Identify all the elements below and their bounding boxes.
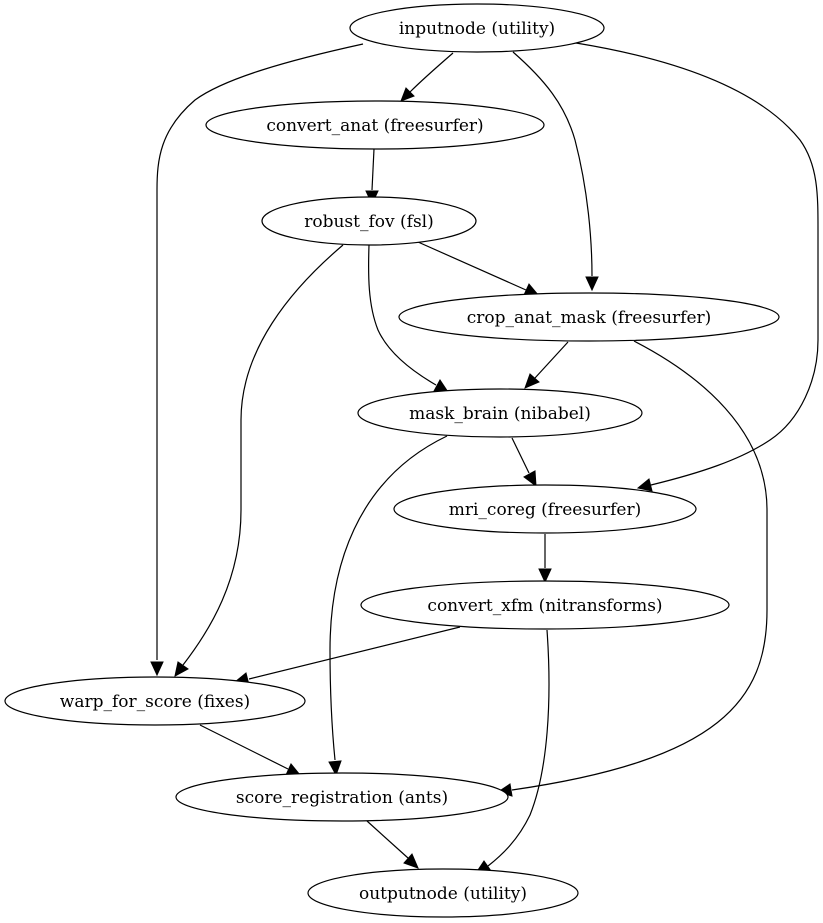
node-inputnode[interactable]: inputnode (utility)	[349, 3, 605, 53]
edges	[150, 42, 819, 874]
edge-inputnode-convert-anat	[400, 52, 454, 102]
edge-score-registration-outputnode	[366, 820, 419, 869]
node-label-mri-coreg: mri_coreg (freesurfer)	[449, 500, 642, 520]
node-mask-brain[interactable]: mask_brain (nibabel)	[357, 388, 643, 438]
node-crop-anat-mask[interactable]: crop_anat_mask (freesurfer)	[398, 292, 780, 342]
edge-robust-fov-warp-for-score	[174, 244, 344, 677]
node-label-inputnode: inputnode (utility)	[399, 19, 555, 39]
nodes: inputnode (utility) convert_anat (freesu…	[4, 3, 780, 918]
edge-inputnode-mri-coreg	[575, 42, 819, 492]
node-robust-fov[interactable]: robust_fov (fsl)	[261, 196, 477, 246]
node-label-score-registration: score_registration (ants)	[236, 788, 448, 808]
node-label-convert-xfm: convert_xfm (nitransforms)	[427, 596, 662, 616]
edge-inputnode-crop-anat-mask	[512, 51, 599, 292]
node-convert-xfm[interactable]: convert_xfm (nitransforms)	[360, 580, 730, 630]
node-mri-coreg[interactable]: mri_coreg (freesurfer)	[393, 484, 697, 534]
edge-mri-coreg-convert-xfm	[538, 534, 552, 584]
edge-convert-anat-robust-fov	[365, 148, 379, 206]
node-label-convert-anat: convert_anat (freesurfer)	[266, 116, 483, 136]
node-label-crop-anat-mask: crop_anat_mask (freesurfer)	[467, 308, 712, 328]
node-outputnode[interactable]: outputnode (utility)	[307, 868, 579, 918]
edge-inputnode-warp-for-score	[150, 43, 364, 677]
edge-warp-for-score-score-registration	[199, 724, 302, 776]
node-label-outputnode: outputnode (utility)	[359, 884, 527, 904]
edge-mask-brain-mri-coreg	[511, 437, 537, 488]
edge-crop-anat-mask-mask-brain	[524, 341, 569, 389]
node-convert-anat[interactable]: convert_anat (freesurfer)	[205, 100, 545, 150]
edge-mask-brain-score-registration	[328, 435, 448, 777]
node-label-mask-brain: mask_brain (nibabel)	[409, 404, 591, 424]
node-label-robust-fov: robust_fov (fsl)	[304, 212, 434, 232]
node-label-warp-for-score: warp_for_score (fixes)	[60, 692, 250, 712]
edge-convert-xfm-outputnode	[474, 629, 550, 874]
edge-robust-fov-crop-anat-mask	[417, 241, 541, 297]
node-warp-for-score[interactable]: warp_for_score (fixes)	[4, 676, 306, 726]
edge-convert-xfm-warp-for-score	[233, 626, 461, 686]
node-score-registration[interactable]: score_registration (ants)	[175, 772, 509, 822]
